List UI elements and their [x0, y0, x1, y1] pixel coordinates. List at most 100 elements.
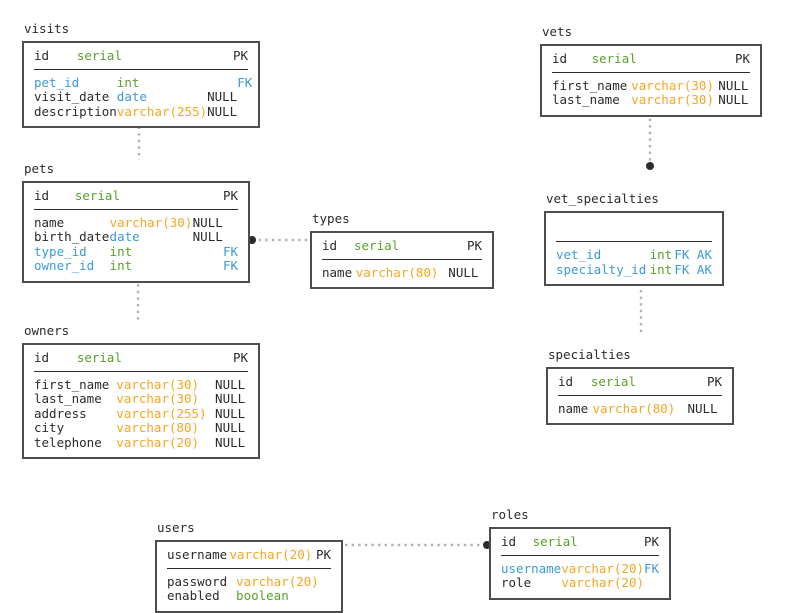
- column-type: varchar(20): [236, 575, 331, 590]
- column-type: date: [117, 90, 207, 105]
- column-name: enabled: [167, 589, 236, 604]
- column-key: FK: [237, 76, 252, 91]
- column-name: name: [34, 216, 110, 231]
- column-key: FK AK: [673, 263, 712, 278]
- column-type: serial: [354, 239, 450, 254]
- relationship-users-roles: [345, 541, 491, 549]
- column-type: boolean: [236, 589, 331, 604]
- column-name: id: [501, 535, 533, 550]
- column-type: varchar(20): [561, 576, 644, 591]
- entity-title: owners: [24, 324, 260, 338]
- column-key: PK: [315, 548, 331, 563]
- column-type: varchar(20): [229, 548, 315, 563]
- column-nullable: NULL: [718, 93, 750, 108]
- entity-title: vet_specialties: [546, 192, 724, 206]
- entity-title: types: [312, 212, 494, 226]
- column-key: PK: [450, 239, 482, 254]
- column-key: PK: [205, 49, 248, 64]
- column-type: int: [117, 76, 207, 91]
- column-type: serial: [591, 375, 689, 390]
- column-name: pet_id: [34, 76, 117, 91]
- column-type: serial: [77, 351, 205, 366]
- column-type: varchar(20): [116, 436, 215, 451]
- column-key: PK: [197, 189, 238, 204]
- column-nullable: [207, 76, 237, 91]
- column-name: id: [34, 351, 77, 366]
- column-nullable: NULL: [215, 407, 248, 422]
- column-key: FK: [223, 259, 238, 274]
- column-key: PK: [689, 375, 722, 390]
- column-nullable: NULL: [215, 436, 248, 451]
- column-name: username: [167, 548, 229, 563]
- column-name: id: [34, 189, 75, 204]
- column-name: address: [34, 407, 116, 422]
- column-type: varchar(255): [117, 105, 207, 120]
- column-nullable: NULL: [687, 402, 722, 417]
- column-key: [644, 576, 659, 591]
- column-type: int: [650, 248, 673, 263]
- entity-title: visits: [24, 22, 260, 36]
- column-type: varchar(30): [110, 216, 193, 231]
- column-nullable: NULL: [215, 378, 248, 393]
- column-name: birth_date: [34, 230, 110, 245]
- column-name: last_name: [552, 93, 631, 108]
- column-type: varchar(30): [116, 392, 215, 407]
- column-name: description: [34, 105, 117, 120]
- entity-header-columns: [546, 213, 722, 241]
- column-name: type_id: [34, 245, 110, 260]
